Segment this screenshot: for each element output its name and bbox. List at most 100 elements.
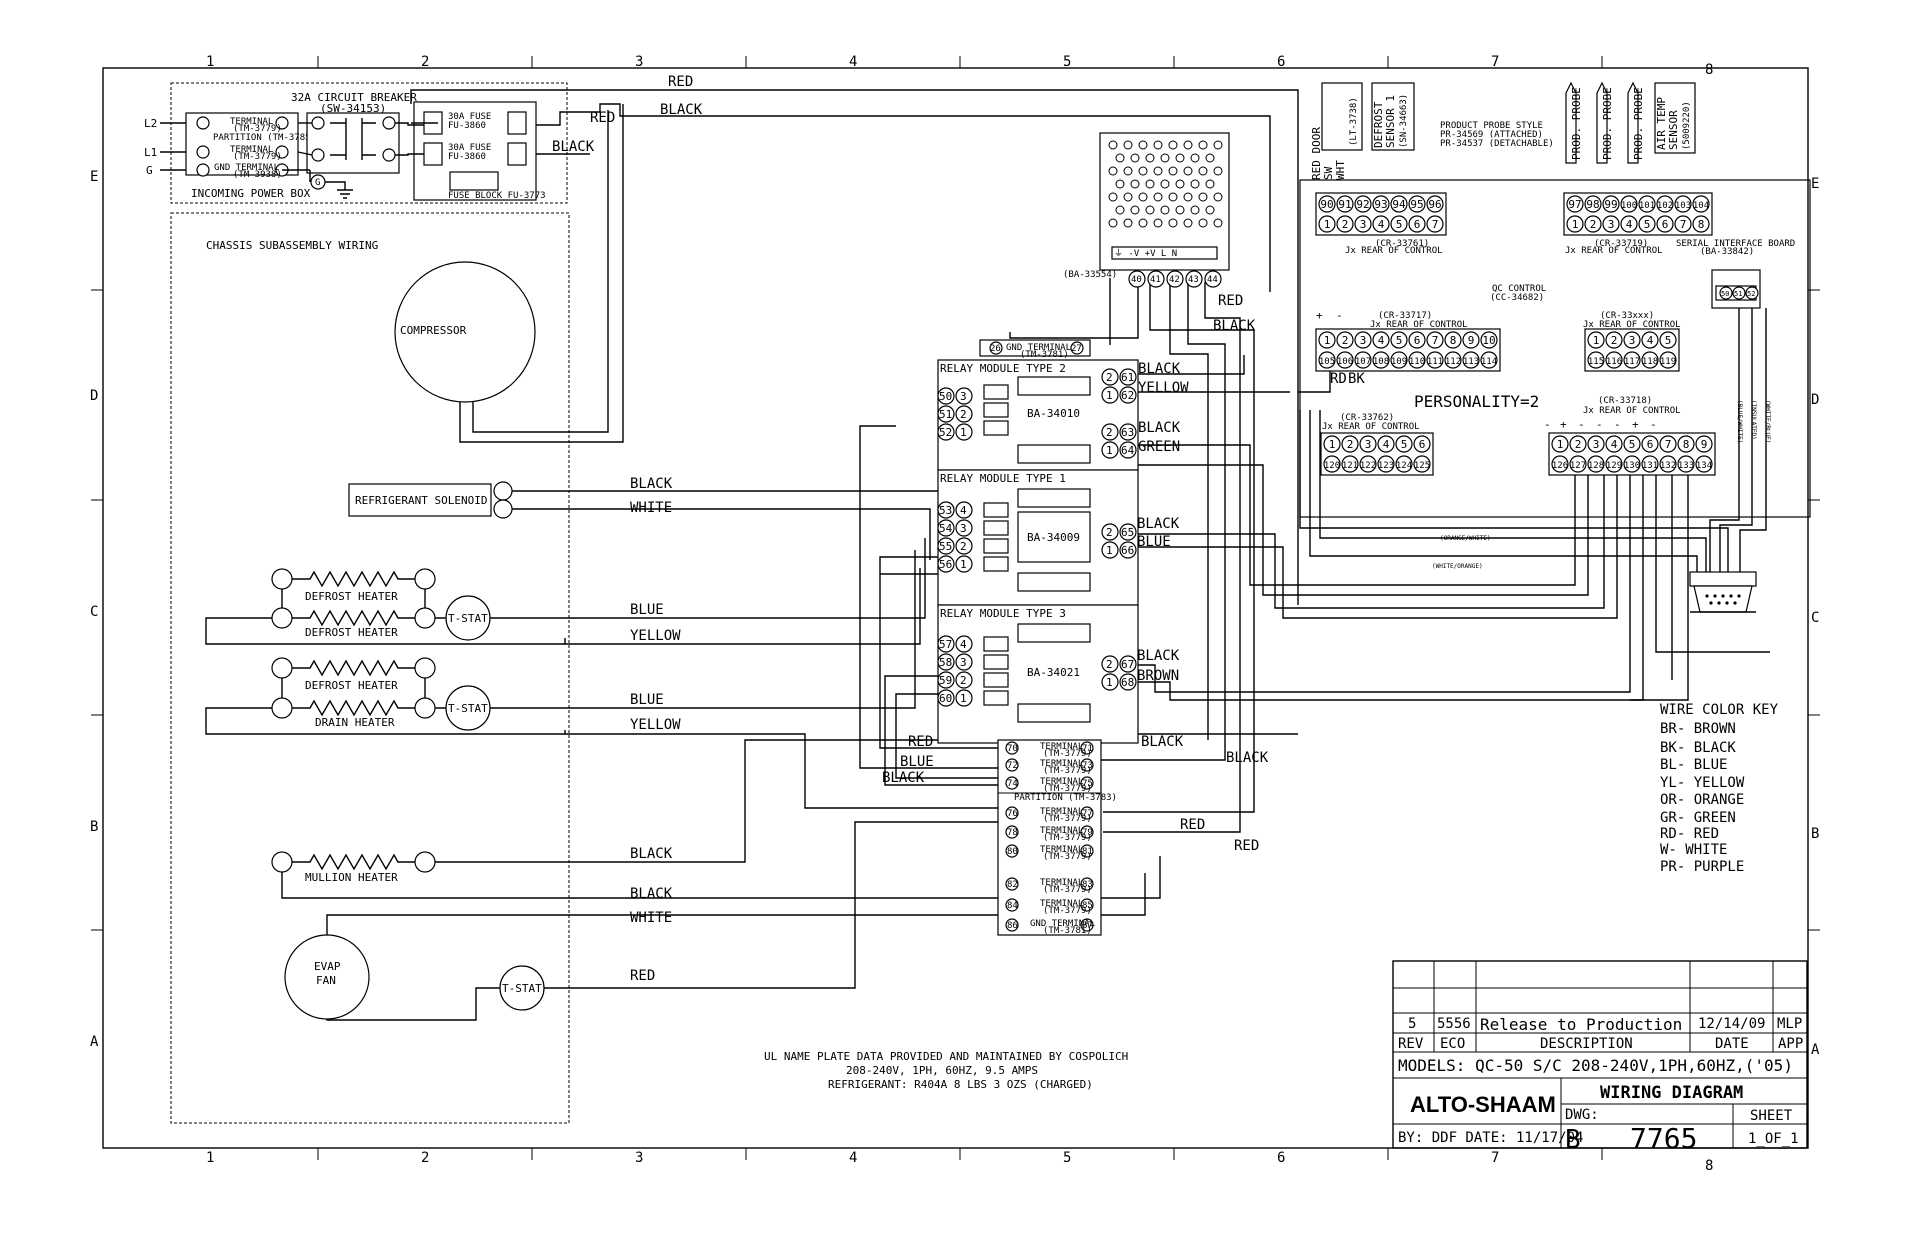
terminal-part: (TM-3779) — [1043, 766, 1092, 776]
compressor-label: COMPRESSOR — [400, 324, 467, 337]
rev-approver: MLP — [1777, 1016, 1802, 1032]
connector-pin — [1605, 435, 1623, 453]
col-number: 8 — [1705, 62, 1713, 78]
connector-pin — [1641, 455, 1659, 473]
pin-number: 132 — [1660, 461, 1676, 471]
wire-label: BLACK — [630, 846, 673, 862]
terminal-label: TERMINAL — [1040, 826, 1083, 836]
air-temp-label: AIR TEMP — [1655, 97, 1668, 150]
terminal-label: TERMINAL — [230, 117, 273, 127]
mullion-heater-label: MULLION HEATER — [305, 871, 398, 884]
pin-number: 2 — [1342, 334, 1349, 347]
wire-label: YELLOW — [630, 628, 681, 644]
connector-pin — [1323, 455, 1341, 473]
connector-label: (CR-33718) — [1598, 396, 1652, 406]
col-number: 3 — [635, 1150, 643, 1166]
pin-number: 3 — [1365, 438, 1372, 451]
connector-label: (CR-33761) — [1375, 239, 1429, 249]
pin-number: 66 — [1121, 544, 1134, 557]
probe-style-label: PR-34537 (DETACHABLE) — [1440, 139, 1554, 149]
connector-pin — [1674, 195, 1692, 213]
connector-pin — [1692, 215, 1710, 233]
pin-number: 7 — [1665, 438, 1672, 451]
connector-pin — [1587, 331, 1605, 349]
wire-label-small: (WHITE/ORANGE) — [1432, 563, 1483, 570]
col-number: 8 — [1705, 1158, 1713, 1174]
pin-number: 98 — [1586, 198, 1599, 211]
fuse-part: FU-3860 — [448, 152, 486, 162]
pin-number: 75 — [1082, 779, 1093, 789]
nameplate-line: UL NAME PLATE DATA PROVIDED AND MAINTAIN… — [764, 1050, 1128, 1063]
terminal-label: TERMINAL — [1040, 807, 1083, 817]
connector-pin — [1426, 195, 1444, 213]
drain-heater-label: DRAIN HEATER — [315, 716, 395, 729]
pin-number: 93 — [1374, 198, 1387, 211]
fuse-label: 30A FUSE — [448, 112, 491, 122]
polarity-sign: - — [1650, 418, 1657, 431]
wire-label: BLACK — [630, 476, 673, 492]
connector-pin — [1692, 195, 1710, 213]
defrost-heater-label: DEFROST HEATER — [305, 626, 398, 639]
connector-pin — [1318, 331, 1336, 349]
connector-label: (CR-33xxx) — [1600, 311, 1654, 321]
wire-label: BLACK — [1137, 516, 1180, 532]
col-number: 4 — [849, 1150, 857, 1166]
pin-number: 3 — [960, 390, 967, 403]
air-temp-label: SENSOR — [1667, 110, 1680, 150]
pin-number: 125 — [1414, 461, 1430, 471]
connector-label: (CR-33762) — [1340, 413, 1394, 423]
connector-pin — [1638, 195, 1656, 213]
terminal-label: TERMINAL — [1040, 899, 1083, 909]
connector-pin — [1408, 195, 1426, 213]
connector-pin — [1390, 215, 1408, 233]
pin-number: 9 — [1701, 438, 1708, 451]
pin-number: 26 — [990, 344, 1001, 354]
connector-pin — [1336, 215, 1354, 233]
fuse-label: 30A FUSE — [448, 143, 491, 153]
col-number: 2 — [421, 1150, 429, 1166]
tstat-label: T-STAT — [448, 702, 488, 715]
gnd-terminal-label: GND TERMINAL — [214, 163, 279, 173]
wire-label: YELLOW — [630, 717, 681, 733]
terminal-part: (TM-3781) — [1043, 926, 1092, 936]
relay-part: BA-34009 — [1027, 531, 1080, 544]
connector-pin — [1426, 331, 1444, 349]
pin-number: 2 — [960, 540, 967, 553]
wire-key-item: BR- BROWN — [1660, 721, 1736, 737]
connector-label: Jx REAR OF CONTROL — [1322, 422, 1420, 432]
partition-label: PARTITION (TM-3783) — [1014, 793, 1117, 803]
connector-pin — [1551, 435, 1569, 453]
connector-pin — [1359, 435, 1377, 453]
door-switch-part: (LT-3738) — [1349, 97, 1359, 146]
connector-pin — [1695, 435, 1713, 453]
wire-label: WHITE — [630, 910, 672, 926]
pin-number: 4 — [960, 638, 967, 651]
pin-number: 1 — [1106, 676, 1113, 689]
power-supply-terminal-symbols: ⏚ -V +V L N — [1114, 248, 1177, 259]
terminal-part: (TM-3779) — [1043, 852, 1092, 862]
pin-number: 2 — [960, 674, 967, 687]
probe-style-label: PR-34569 (ATTACHED) — [1440, 130, 1543, 140]
pin-number: 3 — [1593, 438, 1600, 451]
pin-number: 65 — [1121, 526, 1134, 539]
pin-number: 53 — [939, 504, 952, 517]
connector-pin — [1395, 455, 1413, 473]
connector-pin — [1587, 351, 1605, 369]
pin-number: 4 — [1383, 438, 1390, 451]
col-number: 4 — [849, 54, 857, 70]
connector-pin — [1341, 435, 1359, 453]
wire-key-title: WIRE COLOR KEY — [1660, 702, 1779, 718]
connector-pin — [1390, 195, 1408, 213]
air-temp-part: (5009220) — [1682, 101, 1692, 150]
connector-pin — [1659, 331, 1677, 349]
wire-label-small: (ORANGE/WHITE) — [1440, 535, 1491, 542]
connector-pin — [1336, 331, 1354, 349]
pin-number: 6 — [1419, 438, 1426, 451]
connector-pin — [1569, 435, 1587, 453]
pin-number: 122 — [1360, 461, 1376, 471]
connector-pin — [1566, 195, 1584, 213]
pin-number: 100 — [1621, 201, 1637, 211]
pin-number: 1 — [960, 558, 967, 571]
pin-number: 82 — [1007, 880, 1018, 890]
